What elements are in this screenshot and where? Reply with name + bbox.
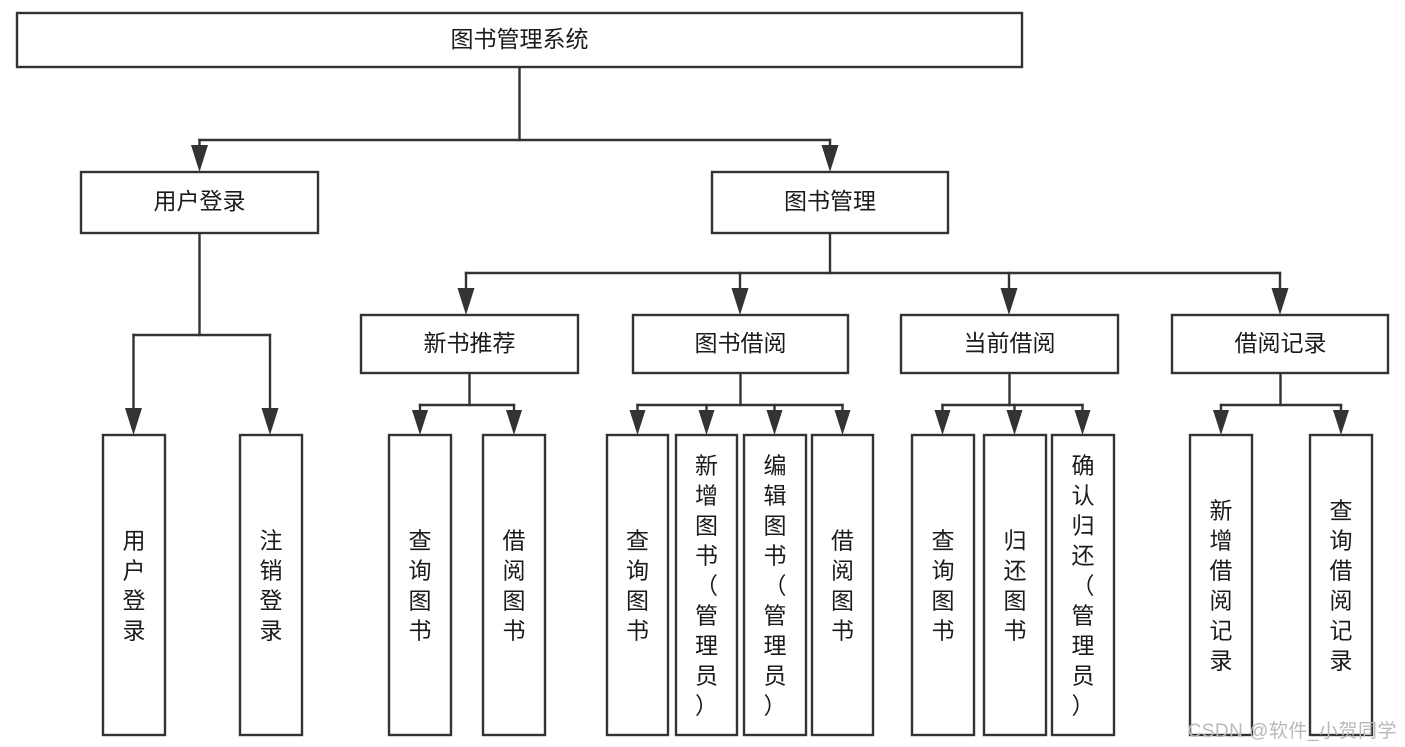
node-borrow-record[interactable]: 借阅记录 bbox=[1170, 313, 1390, 375]
node-current-borrow-box[interactable] bbox=[899, 313, 1120, 375]
arrow-head-icon bbox=[506, 410, 522, 435]
node-leaf-borrow-book-box[interactable] bbox=[810, 433, 875, 737]
arrow-head-icon bbox=[1006, 410, 1023, 435]
node-borrow-record-box[interactable] bbox=[1170, 313, 1390, 375]
arrow-head-icon bbox=[698, 410, 715, 435]
arrow-head-icon bbox=[834, 410, 851, 435]
arrow-head-icon bbox=[731, 288, 749, 315]
csdn-watermark: CSDN @软件_小贺同学 bbox=[1187, 721, 1397, 742]
node-user-login-box[interactable] bbox=[79, 170, 320, 235]
node-leaf-logout-login-box[interactable] bbox=[238, 433, 304, 737]
node-leaf-return-book[interactable]: 归还图书 bbox=[982, 433, 1048, 737]
node-book-borrow-label: 图书借阅 bbox=[695, 330, 787, 356]
node-book-borrow-box[interactable] bbox=[631, 313, 850, 375]
node-new-book-recommend-label: 新书推荐 bbox=[424, 330, 516, 356]
arrow-head-icon bbox=[191, 145, 208, 172]
node-leaf-add-book-admin-label: 新增图书（管理员） bbox=[695, 452, 718, 718]
node-leaf-add-book-admin-box[interactable] bbox=[674, 433, 739, 737]
node-leaf-query-borrow-record-box[interactable] bbox=[1308, 433, 1374, 737]
node-leaf-add-borrow-record-box[interactable] bbox=[1188, 433, 1254, 737]
node-leaf-query-borrow-record-label: 查询借阅记录 bbox=[1330, 497, 1353, 673]
node-leaf-borrow-book-recommend-box[interactable] bbox=[481, 433, 547, 737]
node-leaf-user-login-label: 用户登录 bbox=[123, 527, 146, 643]
node-leaf-query-book-borrow-box[interactable] bbox=[605, 433, 670, 737]
node-new-book-recommend-box[interactable] bbox=[359, 313, 580, 375]
node-current-borrow[interactable]: 当前借阅 bbox=[899, 313, 1120, 375]
node-leaf-add-book-admin[interactable]: 新增图书（管理员） bbox=[674, 433, 739, 737]
node-leaf-add-borrow-record[interactable]: 新增借阅记录 bbox=[1188, 433, 1254, 737]
node-root-box[interactable] bbox=[15, 11, 1024, 69]
node-leaf-user-login[interactable]: 用户登录 bbox=[101, 433, 167, 737]
node-leaf-query-book-recommend-label: 查询图书 bbox=[409, 527, 432, 643]
arrow-head-icon bbox=[1333, 410, 1349, 435]
arrow-head-icon bbox=[629, 410, 646, 435]
node-leaf-user-login-box[interactable] bbox=[101, 433, 167, 737]
node-leaf-query-book-recommend-box[interactable] bbox=[387, 433, 453, 737]
node-leaf-borrow-book[interactable]: 借阅图书 bbox=[810, 433, 875, 737]
node-leaf-add-borrow-record-label: 新增借阅记录 bbox=[1210, 497, 1233, 673]
node-leaf-borrow-book-recommend[interactable]: 借阅图书 bbox=[481, 433, 547, 737]
node-leaf-edit-book-admin-box[interactable] bbox=[742, 433, 808, 737]
node-leaf-query-book-current[interactable]: 查询图书 bbox=[910, 433, 976, 737]
node-leaf-return-book-box[interactable] bbox=[982, 433, 1048, 737]
node-book-borrow[interactable]: 图书借阅 bbox=[631, 313, 850, 375]
node-root-label: 图书管理系统 bbox=[451, 26, 589, 52]
node-book-manage-label: 图书管理 bbox=[784, 188, 876, 214]
arrow-head-icon bbox=[457, 288, 475, 315]
node-leaf-borrow-book-recommend-label: 借阅图书 bbox=[503, 527, 526, 643]
node-current-borrow-label: 当前借阅 bbox=[964, 330, 1056, 356]
arrow-head-icon bbox=[934, 410, 951, 435]
node-book-manage-box[interactable] bbox=[710, 170, 950, 235]
node-leaf-confirm-return-admin-box[interactable] bbox=[1050, 433, 1116, 737]
node-leaf-edit-book-admin[interactable]: 编辑图书（管理员） bbox=[742, 433, 808, 737]
connector-layer bbox=[125, 65, 1349, 435]
node-leaf-query-book-borrow[interactable]: 查询图书 bbox=[605, 433, 670, 737]
node-user-login-label: 用户登录 bbox=[154, 188, 246, 214]
node-leaf-query-book-current-label: 查询图书 bbox=[932, 527, 955, 643]
arrow-head-icon bbox=[412, 410, 428, 435]
node-root[interactable]: 图书管理系统 bbox=[15, 11, 1024, 69]
node-leaf-query-book-borrow-label: 查询图书 bbox=[626, 527, 649, 643]
node-leaf-confirm-return-admin[interactable]: 确认归还（管理员） bbox=[1050, 433, 1116, 737]
node-leaf-logout-login[interactable]: 注销登录 bbox=[238, 433, 304, 737]
node-leaf-query-book-recommend[interactable]: 查询图书 bbox=[387, 433, 453, 737]
node-leaf-query-borrow-record[interactable]: 查询借阅记录 bbox=[1308, 433, 1374, 737]
node-new-book-recommend[interactable]: 新书推荐 bbox=[359, 313, 580, 375]
arrow-head-icon bbox=[125, 408, 142, 435]
arrow-head-icon bbox=[766, 410, 783, 435]
node-leaf-edit-book-admin-label: 编辑图书（管理员） bbox=[764, 452, 787, 718]
arrow-head-icon bbox=[261, 408, 279, 435]
arrow-head-icon bbox=[1000, 288, 1018, 315]
node-borrow-record-label: 借阅记录 bbox=[1235, 330, 1327, 356]
node-leaf-logout-login-label: 注销登录 bbox=[260, 527, 283, 643]
node-leaf-query-book-current-box[interactable] bbox=[910, 433, 976, 737]
arrow-head-icon bbox=[1213, 410, 1229, 435]
node-book-manage[interactable]: 图书管理 bbox=[710, 170, 950, 235]
arrow-head-icon bbox=[821, 145, 839, 172]
node-leaf-confirm-return-admin-label: 确认归还（管理员） bbox=[1072, 452, 1095, 718]
arrow-head-icon bbox=[1271, 288, 1289, 315]
node-user-login[interactable]: 用户登录 bbox=[79, 170, 320, 235]
arrow-head-icon bbox=[1074, 410, 1091, 435]
node-leaf-borrow-book-label: 借阅图书 bbox=[831, 527, 854, 643]
node-leaf-return-book-label: 归还图书 bbox=[1004, 527, 1027, 643]
